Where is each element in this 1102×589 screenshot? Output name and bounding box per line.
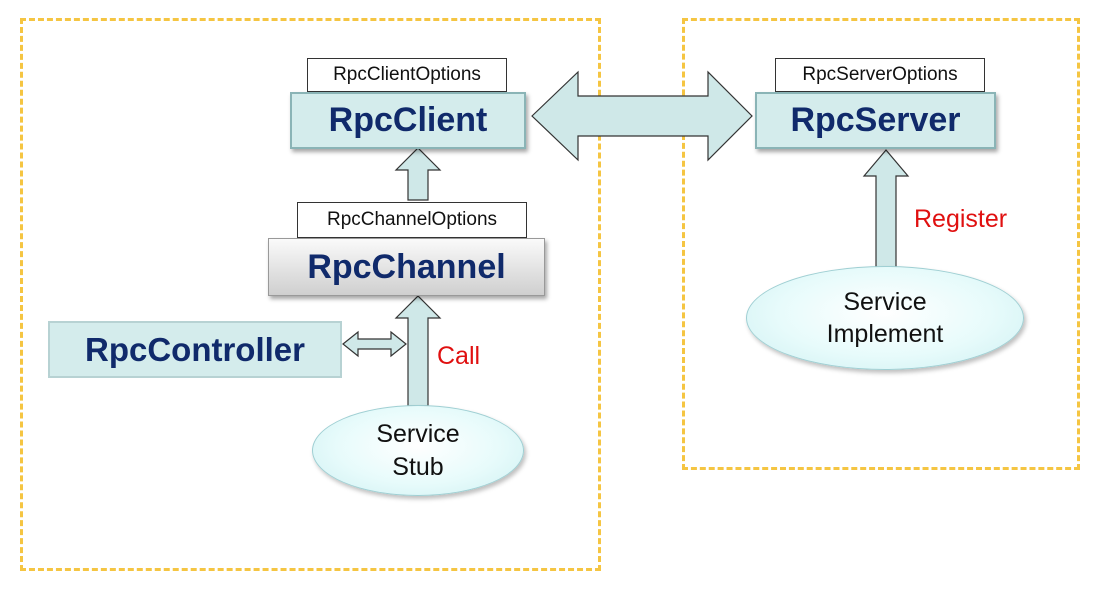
controller-double-arrow bbox=[342, 330, 407, 358]
rpc-client-options-box: RpcClientOptions bbox=[307, 58, 507, 92]
rpc-server-box: RpcServer bbox=[755, 92, 996, 149]
channel-to-client-arrow bbox=[394, 147, 442, 201]
service-stub-ellipse: Service Stub bbox=[312, 405, 524, 496]
stub-line1: Service bbox=[376, 420, 460, 448]
register-label: Register bbox=[914, 205, 1008, 233]
stub-to-channel-arrow bbox=[394, 295, 442, 407]
implement-to-server-arrow bbox=[862, 149, 910, 269]
rpc-controller-box: RpcController bbox=[48, 321, 342, 378]
client-side-region bbox=[20, 18, 601, 571]
service-implement-ellipse: Service Implement bbox=[746, 266, 1024, 370]
stub-line2: Stub bbox=[392, 452, 444, 481]
implement-line2: Implement bbox=[826, 320, 944, 348]
client-server-double-arrow bbox=[531, 70, 753, 162]
rpc-client-box: RpcClient bbox=[290, 92, 526, 149]
rpc-channel-options-box: RpcChannelOptions bbox=[297, 202, 527, 238]
implement-line1: Service bbox=[843, 287, 927, 316]
server-side-region bbox=[682, 18, 1080, 470]
call-label: Call bbox=[437, 342, 481, 370]
rpc-server-options-box: RpcServerOptions bbox=[775, 58, 985, 92]
rpc-channel-box: RpcChannel bbox=[268, 238, 545, 296]
